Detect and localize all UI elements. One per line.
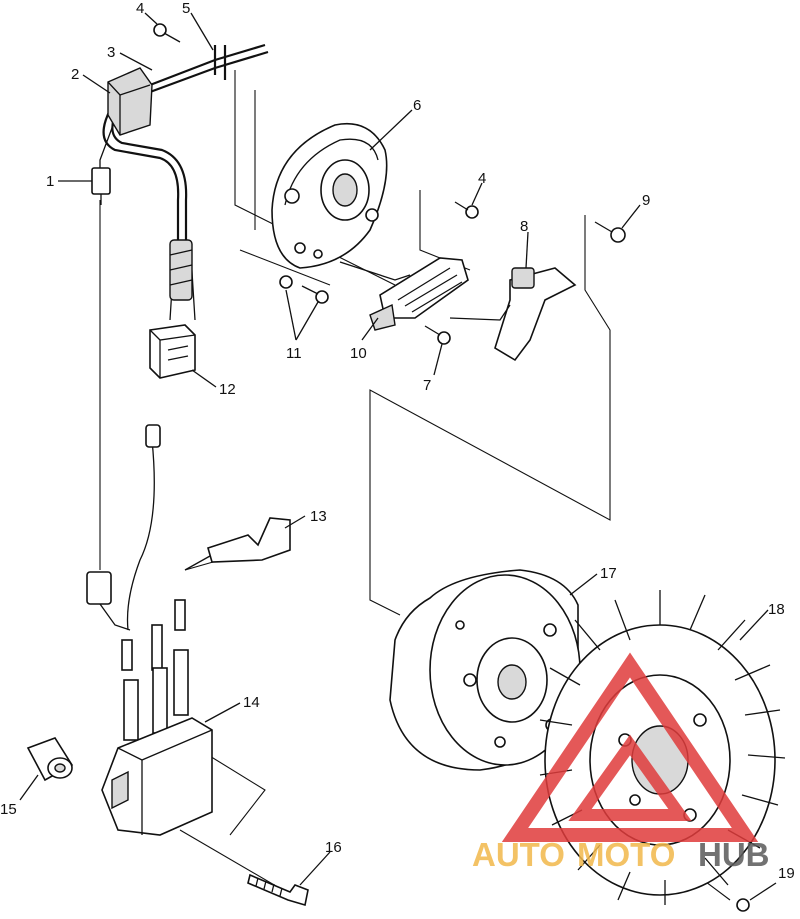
callout-19: 19 <box>778 865 795 882</box>
callout-12: 12 <box>219 381 236 398</box>
watermark-text-moto: MOTO <box>577 836 675 873</box>
screw-4-top <box>153 23 181 43</box>
screw-4-stator <box>454 201 479 219</box>
pulser-coil <box>449 267 577 362</box>
callout-2: 2 <box>71 66 79 83</box>
multi-pin-connector <box>149 324 196 379</box>
stator-plate <box>271 123 388 269</box>
screws <box>153 23 750 912</box>
screw-7 <box>424 325 451 345</box>
mounting-bolt <box>247 873 309 907</box>
flywheel <box>389 569 581 771</box>
callout-17: 17 <box>600 565 617 582</box>
callout-4-stator: 4 <box>478 170 486 187</box>
screw-9 <box>594 221 626 243</box>
watermark-logo: AUTO MOTO HUB <box>472 652 770 873</box>
screw-11 <box>279 275 329 304</box>
callout-4-top: 4 <box>136 0 144 17</box>
callout-labels: 1 2 3 4 5 6 4 9 8 11 10 7 12 13 17 18 14… <box>0 0 795 882</box>
callout-6: 6 <box>413 97 421 114</box>
voltage-regulator <box>107 67 153 136</box>
harness-sleeve <box>169 239 193 301</box>
callout-5: 5 <box>182 0 190 17</box>
callout-13: 13 <box>310 508 327 525</box>
callout-7: 7 <box>423 377 431 394</box>
callout-14: 14 <box>243 694 260 711</box>
coil-lead-wires <box>86 424 161 631</box>
callout-11: 11 <box>286 345 302 362</box>
leader-lines <box>19 12 777 901</box>
callout-15: 15 <box>0 801 17 818</box>
callout-10: 10 <box>350 345 367 362</box>
lighting-coil <box>339 257 469 331</box>
bullet-connector <box>91 167 111 205</box>
ignition-coil <box>101 599 213 836</box>
callout-1: 1 <box>46 173 54 190</box>
callout-16: 16 <box>325 839 342 856</box>
spark-plug-cap <box>184 517 291 571</box>
callout-3: 3 <box>107 44 115 61</box>
watermark-text-auto: AUTO <box>472 836 565 873</box>
callout-18: 18 <box>768 601 785 618</box>
watermark-text-hub: HUB <box>698 836 770 873</box>
callout-8: 8 <box>520 218 528 235</box>
callout-9: 9 <box>642 192 650 209</box>
screw-19 <box>736 898 750 912</box>
cooling-fan <box>539 590 786 905</box>
collar-spacer <box>26 737 74 782</box>
assembly-lines <box>99 70 731 901</box>
